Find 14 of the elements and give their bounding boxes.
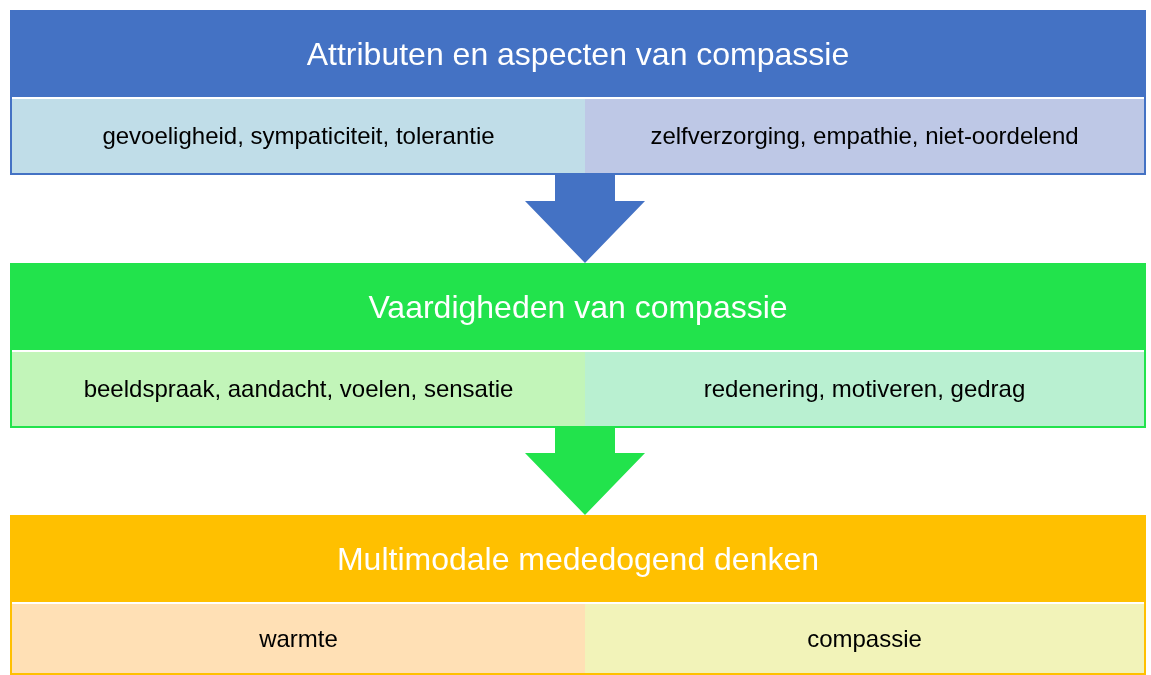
attribute-cell: zelfverzorging, empathie, niet-oordelend xyxy=(585,97,1144,173)
block-arrow xyxy=(525,428,645,515)
section-title: Multimodale mededogend denken xyxy=(336,539,820,579)
attribute-cell: warmte xyxy=(12,602,585,673)
attribute-cell: beeldspraak, aandacht, voelen, sensatie xyxy=(12,350,585,426)
block-arrow xyxy=(525,175,645,263)
section-panel xyxy=(10,515,1146,675)
attribute-cell: compassie xyxy=(585,602,1144,673)
attribute-cell: gevoeligheid, sympaticiteit, tolerantie xyxy=(12,97,585,173)
section-panel xyxy=(10,263,1146,428)
section-title: Attributen en aspecten van compassie xyxy=(306,34,850,74)
attribute-cell: redenering, motiveren, gedrag xyxy=(585,350,1144,426)
section-panel xyxy=(10,10,1146,175)
section-title: Vaardigheden van compassie xyxy=(368,287,788,327)
